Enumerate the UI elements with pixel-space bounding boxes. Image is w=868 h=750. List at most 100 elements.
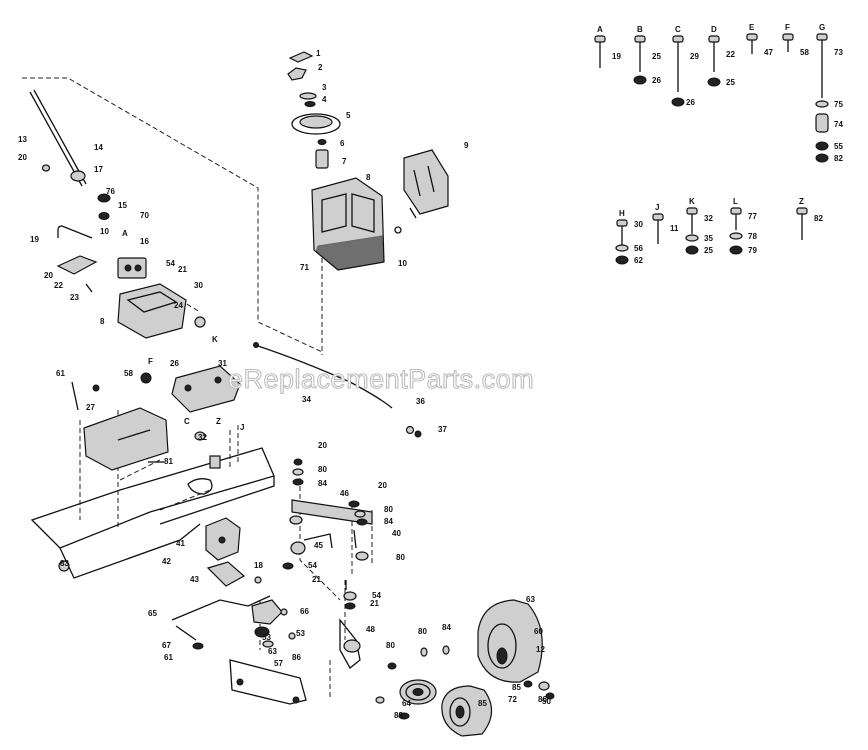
callout-label: 18 xyxy=(254,561,263,570)
kit-letter: H xyxy=(619,209,625,218)
callout-label: 30 xyxy=(194,281,203,290)
brake-linkage xyxy=(171,517,307,705)
bolt-head-icon xyxy=(730,207,742,215)
kit-part-label: 78 xyxy=(748,232,757,241)
bolt-head-icon xyxy=(782,33,794,41)
bolt-head-icon xyxy=(652,213,664,221)
bolt-head-icon xyxy=(686,207,698,215)
washer-icon xyxy=(815,100,829,108)
callout-label: 63 xyxy=(526,595,535,604)
kit-part-label: 25 xyxy=(704,246,713,255)
callout-label: 46 xyxy=(340,489,349,498)
callout-label: 17 xyxy=(94,165,103,174)
callout-label: 32 xyxy=(198,433,207,442)
callout-label: 84 xyxy=(442,623,451,632)
kit-part-label: 75 xyxy=(834,100,843,109)
washer-icon xyxy=(615,244,629,252)
callout-label: 53 xyxy=(262,633,271,642)
kit-letter: L xyxy=(733,197,738,206)
bolt-head-icon xyxy=(616,219,628,227)
callout-label: 31 xyxy=(218,359,227,368)
callout-label: 12 xyxy=(536,645,545,654)
callout-label: 70 xyxy=(140,211,149,220)
kit-part-label: 11 xyxy=(670,224,679,233)
hardware-kit-z: Z82 xyxy=(796,197,823,240)
callout-label: 16 xyxy=(140,237,149,246)
callout-label: 81 xyxy=(164,457,173,466)
kit-letter: K xyxy=(689,197,695,206)
callout-label: 54 xyxy=(166,259,175,268)
callout-label: 84 xyxy=(384,517,393,526)
callout-label: 15 xyxy=(118,201,127,210)
kit-part-label: 35 xyxy=(704,234,713,243)
nut-icon xyxy=(671,97,685,107)
control-cable xyxy=(253,342,422,438)
callout-label: 80 xyxy=(418,627,427,636)
kit-letter: F xyxy=(785,23,790,32)
callout-label: 24 xyxy=(174,301,183,310)
callout-label: 20 xyxy=(18,153,27,162)
kit-part-label: 25 xyxy=(652,52,661,61)
callout-label: 13 xyxy=(18,135,27,144)
callout-label: 76 xyxy=(106,187,115,196)
callout-label: 19 xyxy=(30,235,39,244)
callout-label: 41 xyxy=(176,539,185,548)
callout-label: 21 xyxy=(312,575,321,584)
kit-letter: B xyxy=(637,25,643,34)
hardware-kit-j: J 11 xyxy=(652,203,679,244)
mounting-plates xyxy=(71,283,241,471)
kit-part-label: 32 xyxy=(704,214,713,223)
callout-label: 22 xyxy=(54,281,63,290)
callout-label: 2 xyxy=(318,63,323,72)
callout-label: 43 xyxy=(190,575,199,584)
callout-label: 61 xyxy=(164,653,173,662)
bolt-head-icon xyxy=(796,207,808,215)
kit-part-label: 55 xyxy=(834,142,843,151)
callout-label: 50 xyxy=(542,697,551,706)
callout-label: C xyxy=(184,417,190,426)
chassis-frame xyxy=(30,447,275,579)
kit-part-label: 29 xyxy=(690,52,699,61)
kit-part-label: 58 xyxy=(800,48,809,57)
callout-label: 20 xyxy=(318,441,327,450)
callout-label: 84 xyxy=(318,479,327,488)
callout-label: 14 xyxy=(94,143,103,152)
washer-icon xyxy=(685,234,699,242)
callout-label: 36 xyxy=(416,397,425,406)
console-assembly xyxy=(287,51,449,271)
hardware-kit-k: K 32 35 25 xyxy=(685,197,713,255)
callout-label: A xyxy=(122,229,128,238)
kit-part-label: 26 xyxy=(652,76,661,85)
callout-label: 80 xyxy=(318,465,327,474)
callout-label: 1 xyxy=(316,49,321,58)
callout-label: 54 xyxy=(308,561,317,570)
callout-label: 67 xyxy=(162,641,171,650)
kit-letter: J xyxy=(655,203,659,212)
callout-label: 53 xyxy=(296,629,305,638)
callout-label: 89 xyxy=(394,711,403,720)
callout-label: 72 xyxy=(508,695,517,704)
kit-part-label: 22 xyxy=(726,50,735,59)
bolt-head-icon xyxy=(816,33,828,41)
callout-label: 85 xyxy=(512,683,521,692)
kit-part-label: 56 xyxy=(634,244,643,253)
callout-label: 83 xyxy=(60,559,69,568)
callout-label: J xyxy=(240,423,244,432)
callout-label: 66 xyxy=(300,607,309,616)
callout-label: 21 xyxy=(370,599,379,608)
callout-label: 8 xyxy=(100,317,105,326)
callout-label: Z xyxy=(216,417,221,426)
callout-label: 71 xyxy=(300,263,309,272)
callout-label: 80 xyxy=(396,553,405,562)
callout-label: 6 xyxy=(340,139,345,148)
nut-icon xyxy=(815,153,829,163)
hardware-kit-b: B 25 26 xyxy=(633,25,661,85)
callout-label: 8 xyxy=(366,173,371,182)
wheels-and-pulleys xyxy=(375,599,555,737)
